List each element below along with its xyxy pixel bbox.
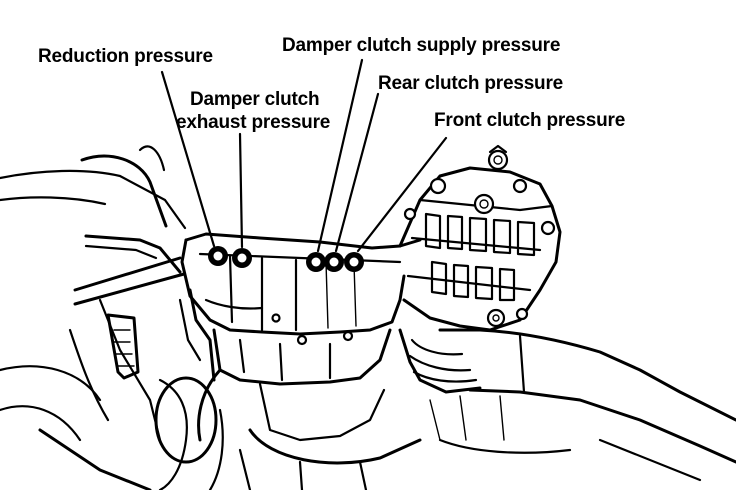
front-housing [398,144,562,332]
leader-lines [160,58,448,253]
label-front-clutch-pressure: Front clutch pressure [434,110,626,131]
port-reduction-pressure [208,246,228,266]
port-damper-supply-pressure [306,252,326,272]
engine-bay-left [0,145,224,490]
label-damper-clutch-exhaust-line2: exhaust pressure [176,112,331,133]
port-front-clutch-pressure [344,252,364,272]
label-rear-clutch-pressure: Rear clutch pressure [378,73,564,94]
transmission-case [180,232,422,490]
label-damper-clutch-exhaust-line1: Damper clutch [190,89,320,110]
pressure-ports [208,246,364,272]
label-reduction-pressure: Reduction pressure [38,46,213,67]
leader-damper-exhaust [238,132,244,249]
leader-rear-clutch [334,92,380,253]
leader-front-clutch [356,136,448,253]
label-damper-clutch-supply-pressure: Damper clutch supply pressure [282,35,561,56]
leader-reduction [160,70,216,248]
leader-damper-supply [316,58,364,253]
port-damper-exhaust-pressure [232,248,252,268]
drive-shaft-boot [398,328,736,482]
port-rear-clutch-pressure [324,252,344,272]
